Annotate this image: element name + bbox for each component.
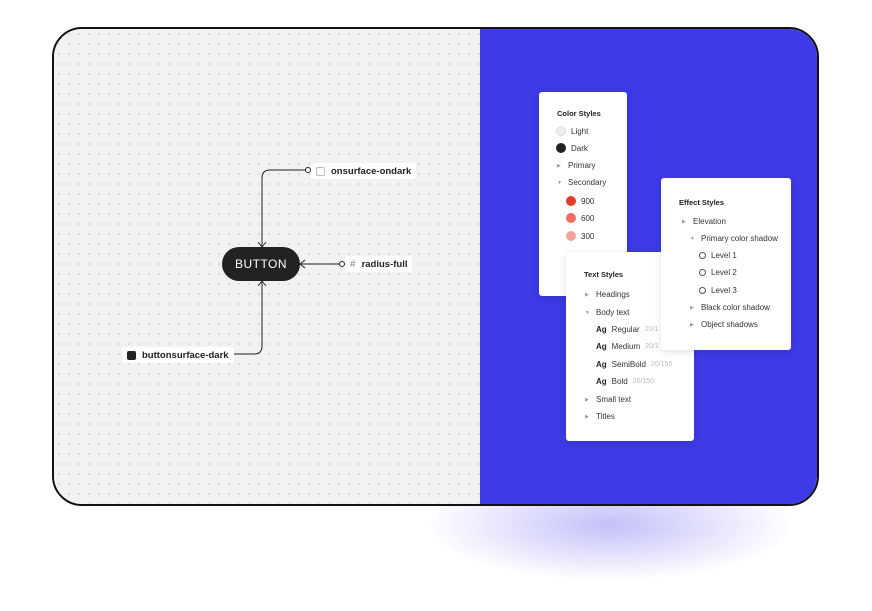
tag-label: onsurface-ondark [331, 165, 412, 177]
color-style-300[interactable]: 300 [566, 231, 594, 241]
color-style-600[interactable]: 600 [566, 213, 594, 223]
color-style-dark[interactable]: Dark [556, 143, 588, 153]
connector-lines [227, 167, 345, 357]
color-group-primary[interactable]: ▶ Primary [557, 161, 596, 170]
component-canvas: BUTTON onsurface-ondark # radius-full bu… [54, 29, 480, 504]
color-style-900[interactable]: 900 [566, 196, 594, 206]
dark-swatch-icon [556, 143, 566, 153]
effect-style-level-2[interactable]: Level 2 [699, 268, 737, 277]
panel-title: Color Styles [557, 109, 601, 118]
button-component[interactable]: BUTTON [222, 247, 300, 281]
caret-right-icon: ▶ [585, 413, 589, 420]
color-group-secondary[interactable]: ▼ Secondary [557, 178, 607, 187]
effect-group-elevation[interactable]: ▶ Elevation [682, 217, 726, 226]
text-group-headings[interactable]: ▶ Headings [585, 290, 630, 299]
buttonsurface-dark-tag[interactable]: buttonsurface-dark [122, 347, 234, 363]
red-900-swatch-icon [566, 196, 576, 206]
style-meta: 20/1 [645, 343, 659, 350]
onsurface-ondark-tag[interactable]: onsurface-ondark [311, 163, 417, 179]
caret-right-icon: ▶ [585, 396, 589, 403]
shadow-icon [699, 269, 706, 276]
caret-right-icon: ▶ [557, 162, 561, 169]
style-meta: 20/150 [650, 361, 673, 368]
tag-label: radius-full [361, 258, 408, 270]
caret-right-icon: ▶ [682, 218, 686, 225]
caret-right-icon: ▶ [690, 304, 694, 311]
text-style-regular[interactable]: Ag Regular 20/1 [596, 325, 659, 334]
text-style-semibold[interactable]: Ag SemiBold 20/150 [596, 360, 673, 369]
effect-group-black-shadow[interactable]: ▶ Black color shadow [690, 303, 770, 312]
style-meta: 20/150 [632, 378, 655, 385]
radius-full-tag[interactable]: # radius-full [345, 256, 413, 272]
text-style-bold[interactable]: Ag Bold 20/150 [596, 377, 655, 386]
effect-styles-panel: Effect Styles ▶ Elevation ▼ Primary colo… [661, 178, 791, 350]
dark-swatch-icon [127, 350, 136, 360]
light-swatch-icon [556, 126, 566, 136]
effect-style-level-3[interactable]: Level 3 [699, 286, 737, 295]
red-600-swatch-icon [566, 213, 576, 223]
caret-right-icon: ▶ [585, 291, 589, 298]
effect-group-object-shadows[interactable]: ▶ Object shadows [690, 320, 758, 329]
text-group-titles[interactable]: ▶ Titles [585, 412, 615, 421]
shadow-icon [699, 252, 706, 259]
color-style-light[interactable]: Light [556, 126, 588, 136]
text-group-small[interactable]: ▶ Small text [585, 395, 632, 404]
text-group-body[interactable]: ▼ Body text [585, 308, 630, 317]
shadow-icon [699, 287, 706, 294]
white-swatch-icon [316, 166, 325, 176]
style-meta: 20/1 [644, 326, 659, 333]
effect-style-level-1[interactable]: Level 1 [699, 251, 737, 260]
text-style-medium[interactable]: Ag Medium 20/1 [596, 342, 659, 351]
effect-group-primary-shadow[interactable]: ▼ Primary color shadow [690, 234, 778, 243]
hash-icon: # [350, 258, 356, 270]
caret-down-icon: ▼ [690, 235, 695, 242]
styles-pane: Color Styles Light Dark ▶ Primary ▼ Seco… [480, 29, 817, 504]
panel-title: Text Styles [584, 270, 624, 279]
design-system-card: BUTTON onsurface-ondark # radius-full bu… [52, 27, 819, 506]
caret-right-icon: ▶ [690, 321, 694, 328]
panel-title: Effect Styles [679, 198, 725, 207]
red-300-swatch-icon [566, 231, 576, 241]
caret-down-icon: ▼ [557, 179, 562, 186]
caret-down-icon: ▼ [585, 309, 590, 316]
tag-label: buttonsurface-dark [142, 349, 229, 361]
